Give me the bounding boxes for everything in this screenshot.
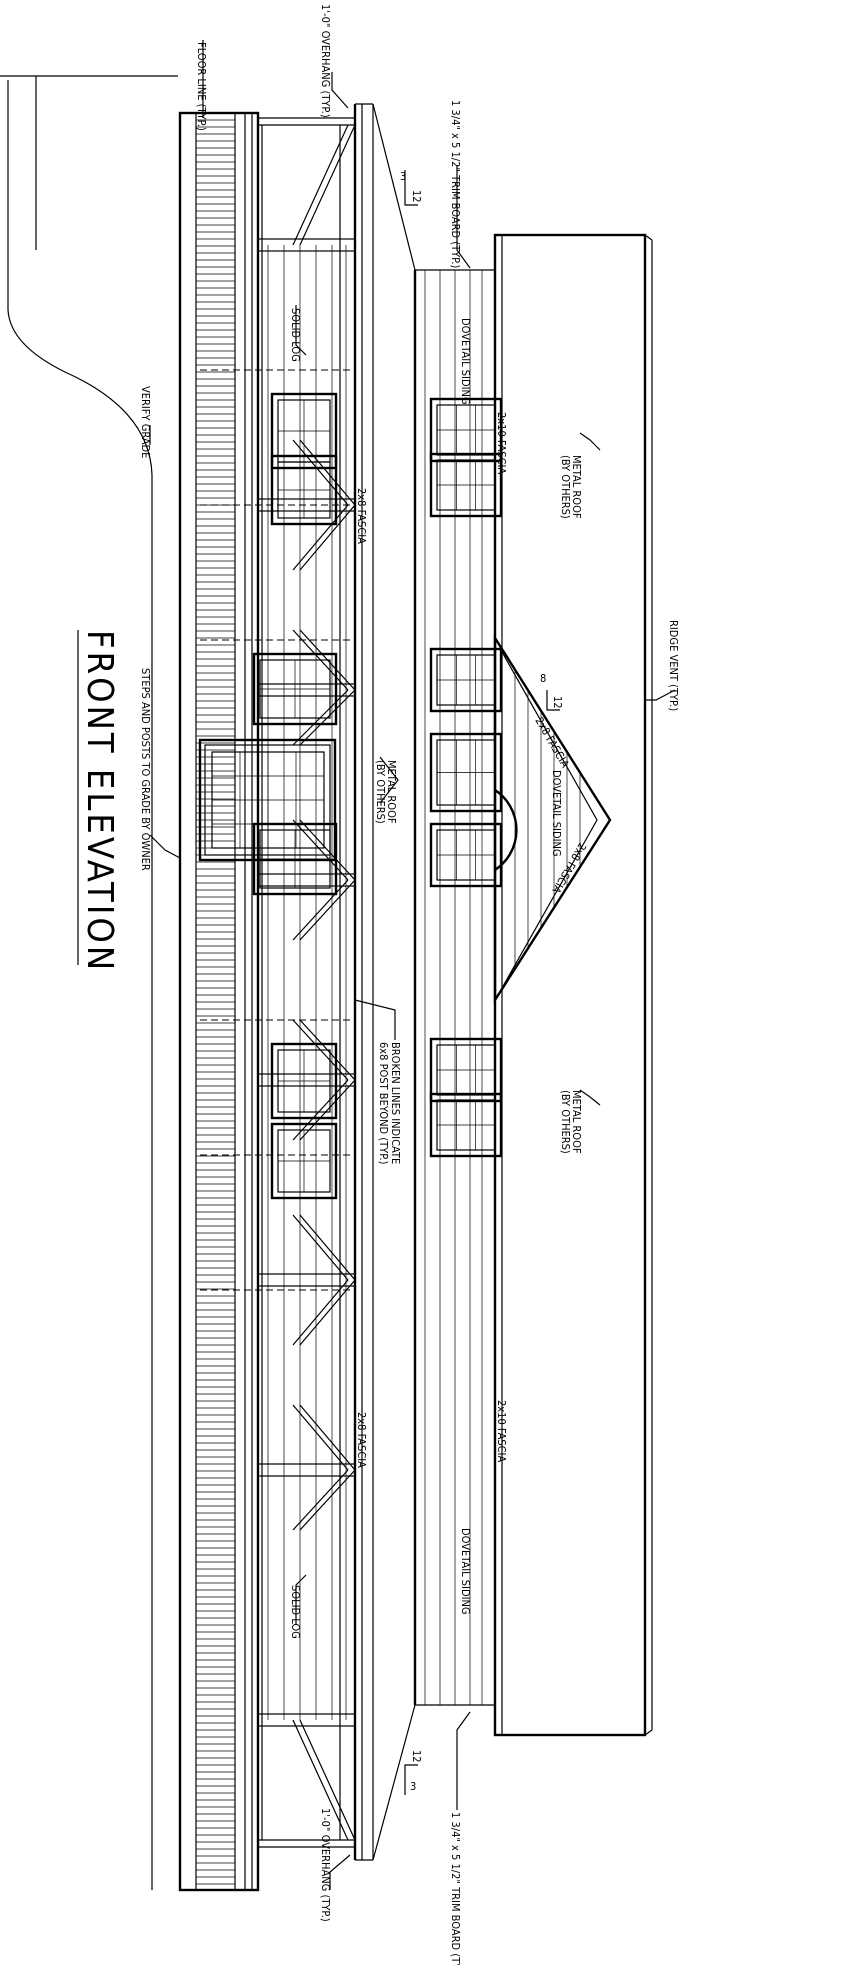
pitch-run-gable: 12 (551, 696, 564, 709)
brace (299, 1719, 356, 1841)
brace (299, 1279, 356, 1346)
brace (299, 1214, 356, 1281)
pitch-rise-top: 3 (400, 170, 406, 183)
brace (299, 1079, 356, 1141)
windows (252, 392, 503, 1200)
note-steps-posts: STEPS AND POSTS TO GRADE BY OWNER (139, 668, 152, 871)
brace (299, 124, 356, 246)
note-dovetail-top: DOVETAIL SIDING (459, 318, 472, 405)
note-fascia-2x8-bottom: 2x8 FASCIA (355, 1412, 368, 1468)
grade-line (0, 75, 178, 1890)
leaders (149, 40, 676, 1890)
window-frame (429, 452, 503, 518)
window-frame (270, 1122, 338, 1200)
porch-roof (353, 103, 416, 1861)
window-frame (429, 397, 503, 463)
note-solid-log-bottom: SOLID LOG (289, 1585, 302, 1639)
pitch-rise-bottom: 3 (410, 1780, 416, 1793)
deck-railing (178, 111, 260, 1892)
porch-structure (200, 117, 356, 1848)
note-ridge-vent: RIDGE VENT (TYP.) (667, 620, 680, 711)
note-verify-grade: VERIFY GRADE (139, 386, 152, 458)
window-frame (429, 1037, 503, 1103)
brace (292, 124, 349, 246)
labels: FRONT ELEVATION 1'-0" OVERHANG (TYP.) 1'… (77, 4, 680, 1965)
note-trim-top: 1 3/4" x 5 1/2" TRIM BOARD (TYP.) (449, 100, 462, 269)
upper-wall (413, 269, 495, 1706)
window-frame (429, 1092, 503, 1158)
window-frame (270, 1042, 338, 1120)
note-metal-roof-porch-1: METAL ROOF (385, 760, 398, 824)
pitch-run-top: 12 (410, 190, 423, 203)
title-front-elevation: FRONT ELEVATION (79, 630, 120, 973)
window-frame (429, 647, 503, 713)
note-broken-lines-2: 6x8 POST BEYOND (TYP.) (377, 1042, 390, 1165)
note-fascia-2x8-gable-a: 2x8 FASCIA (532, 715, 571, 770)
note-metal-roof-upper-bottom-1: METAL ROOF (570, 1090, 583, 1154)
note-solid-log-top: SOLID LOG (289, 308, 302, 362)
brace (299, 439, 356, 506)
note-fascia-2x8-top: 2x8 FASCIA (355, 488, 368, 544)
window-frame (429, 822, 503, 888)
brace (292, 1404, 349, 1471)
brace (292, 1719, 349, 1841)
pitch-run-bottom: 12 (410, 1750, 423, 1763)
brace (299, 879, 356, 941)
note-floor-line: FLOOR LINE (TYP.) (195, 42, 208, 131)
note-overhang-bottom: 1'-0" OVERHANG (TYP.) (319, 1808, 332, 1922)
center-door (198, 738, 337, 862)
note-dovetail-bottom: DOVETAIL SIDING (459, 1528, 472, 1615)
pitch-rise-gable: 8 (540, 672, 546, 685)
brace (299, 1404, 356, 1471)
brace (292, 1214, 349, 1281)
window-frame (429, 732, 503, 813)
gable (493, 633, 612, 1005)
note-metal-roof-upper-bottom-2: (BY OTHERS) (559, 1090, 572, 1154)
note-broken-lines-1: BROKEN LINES INDICATE (389, 1042, 402, 1164)
note-fascia-2x10-top: 2x10 FASCIA (495, 412, 508, 474)
note-overhang-top: 1'-0" OVERHANG (TYP.) (319, 4, 332, 118)
brace (292, 879, 349, 941)
window-frame (270, 454, 338, 526)
note-fascia-2x10-bottom: 2x10 FASCIA (495, 1400, 508, 1462)
note-metal-roof-upper-top-1: METAL ROOF (570, 455, 583, 519)
window-frame (252, 652, 338, 726)
brace (292, 1279, 349, 1346)
note-trim-bottom: 1 3/4" x 5 1/2" TRIM BOARD (TYP.) (449, 1812, 462, 1965)
note-metal-roof-porch-2: (BY OTHERS) (374, 760, 387, 824)
brace (292, 1469, 349, 1531)
brace (299, 819, 356, 881)
brace (292, 504, 349, 571)
brace (299, 504, 356, 571)
brace (299, 1469, 356, 1531)
note-metal-roof-upper-top-2: (BY OTHERS) (559, 455, 572, 519)
brace (292, 439, 349, 506)
note-dovetail-gable: DOVETAIL SIDING (550, 770, 563, 857)
